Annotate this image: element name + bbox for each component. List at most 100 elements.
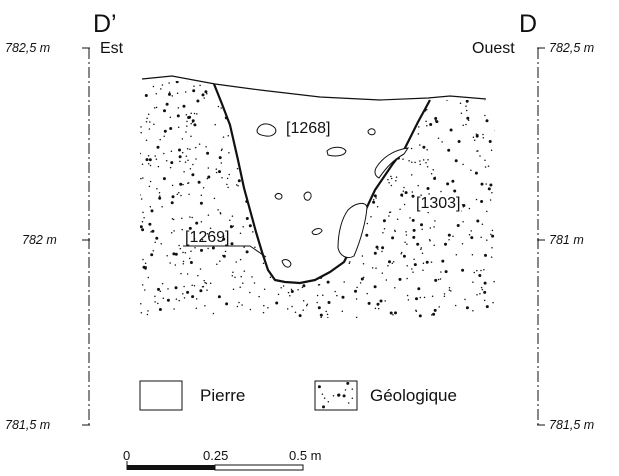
stipple-dot — [149, 121, 151, 123]
stipple-dot — [324, 248, 327, 251]
stipple-dot — [328, 203, 331, 206]
stipple-dot — [206, 177, 209, 180]
stipple-dot — [188, 226, 192, 230]
stipple-dot — [401, 141, 404, 143]
stipple-dot — [480, 286, 483, 289]
stipple-dot — [245, 144, 247, 147]
stipple-dot — [168, 91, 171, 93]
stipple-dot — [465, 99, 469, 103]
stipple-dot — [279, 102, 283, 106]
stipple-dot — [394, 229, 396, 232]
stipple-dot — [411, 191, 414, 193]
stipple-dot — [191, 295, 195, 299]
stipple-dot — [236, 167, 239, 170]
stipple-dot — [198, 143, 201, 145]
stipple-dot — [327, 197, 329, 200]
stipple-dot — [242, 148, 245, 151]
stipple-dot — [419, 163, 421, 166]
stipple-dot — [403, 186, 405, 189]
stipple-dot — [251, 91, 253, 93]
stipple-dot — [247, 84, 249, 86]
stipple-dot — [277, 293, 280, 296]
stipple-dot — [410, 174, 413, 176]
stipple-dot — [373, 194, 377, 198]
stipple-dot — [387, 178, 389, 181]
stipple-dot — [195, 307, 198, 309]
stipple-dot — [213, 197, 216, 200]
stipple-dot — [491, 247, 493, 249]
stipple-dot — [182, 293, 184, 295]
stipple-dot — [427, 159, 429, 161]
stipple-dot — [373, 285, 377, 289]
stipple-dot — [420, 247, 423, 249]
stipple-dot — [171, 217, 174, 220]
stipple-dot — [215, 168, 218, 170]
stipple-dot — [163, 152, 165, 155]
stipple-dot — [286, 169, 289, 171]
stipple-dot — [190, 122, 192, 125]
stipple-dot — [160, 88, 162, 90]
stipple-dot — [171, 184, 174, 187]
stipple-dot — [232, 225, 235, 227]
stipple-dot — [252, 231, 254, 233]
stipple-dot — [424, 103, 427, 105]
stipple-dot — [148, 222, 152, 226]
stipple-dot — [142, 258, 144, 261]
stipple-dot — [417, 184, 419, 187]
stipple-dot — [461, 268, 465, 272]
stipple-dot — [287, 251, 289, 254]
stipple-dot — [328, 111, 332, 115]
stipple-dot — [218, 170, 221, 174]
stipple-dot — [468, 207, 471, 210]
stipple-dot — [351, 397, 354, 399]
stipple-dot — [465, 123, 467, 126]
stipple-dot — [206, 289, 208, 291]
stipple-dot — [186, 273, 189, 275]
stipple-dot — [440, 271, 442, 273]
stipple-dot — [445, 97, 449, 101]
stipple-dot — [146, 313, 149, 316]
stipple-dot — [260, 102, 262, 104]
stipple-dot — [295, 185, 297, 187]
stipple-dot — [224, 250, 227, 253]
stipple-dot — [183, 285, 185, 288]
stipple-dot — [384, 300, 386, 302]
stipple-dot — [169, 262, 171, 264]
stipple-dot — [338, 193, 341, 197]
stipple-dot — [377, 307, 380, 310]
stipple-dot — [145, 121, 148, 123]
stipple-dot — [377, 143, 381, 147]
stipple-dot — [318, 283, 321, 286]
stipple-dot — [275, 267, 278, 270]
stipple-dot — [175, 80, 179, 84]
stipple-dot — [258, 295, 260, 298]
stipple-dot — [351, 388, 354, 390]
stipple-dot — [370, 215, 372, 218]
stipple-dot — [310, 249, 312, 252]
stipple-dot — [465, 109, 468, 112]
stipple-dot — [301, 286, 304, 289]
stipple-dot — [326, 313, 329, 316]
stipple-dot — [286, 308, 289, 310]
stipple-dot — [171, 195, 175, 199]
stipple-dot — [201, 93, 205, 97]
stipple-dot — [140, 131, 142, 134]
stipple-dot — [158, 308, 162, 311]
stipple-dot — [266, 174, 268, 176]
stipple-dot — [480, 182, 484, 186]
stipple-dot — [140, 312, 143, 314]
stipple-dot — [358, 87, 362, 91]
stipple-dot — [309, 274, 311, 276]
stipple-dot — [207, 247, 209, 250]
stipple-dot — [462, 221, 464, 223]
stipple-dot — [191, 121, 194, 123]
stipple-dot — [152, 85, 155, 88]
stipple-dot — [375, 197, 377, 199]
stipple-dot — [237, 179, 241, 183]
stipple-dot — [394, 287, 396, 289]
stipple-dot — [185, 131, 187, 133]
stipple-dot — [302, 223, 306, 227]
stipple-dot — [235, 184, 238, 186]
stipple-dot — [326, 261, 329, 264]
stipple-dot — [156, 188, 158, 190]
